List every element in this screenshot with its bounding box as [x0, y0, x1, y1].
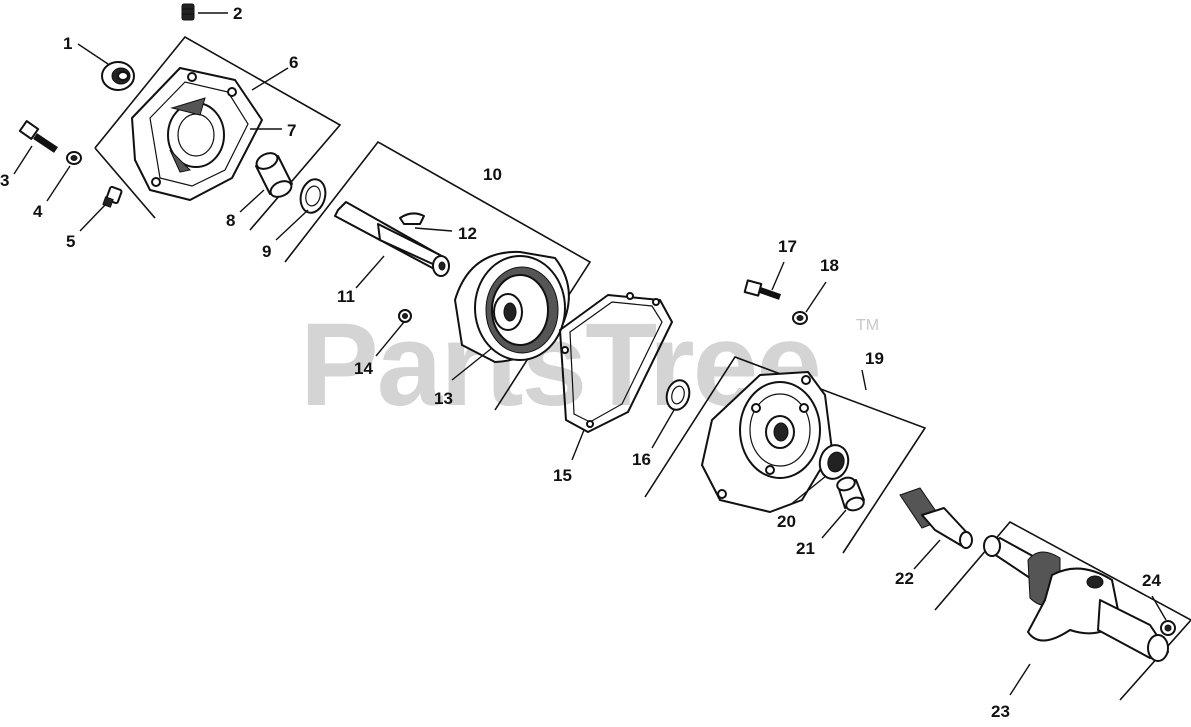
callout-12: 12 [458, 224, 477, 243]
callout-10: 10 [483, 165, 502, 184]
callout-8: 8 [226, 211, 235, 230]
callout-11: 11 [337, 287, 355, 306]
part-8-bearing [255, 152, 293, 198]
part-13-ring-gear [454, 250, 570, 363]
callout-24: 24 [1142, 571, 1161, 590]
part-17-bolt [743, 279, 781, 300]
callout-6: 6 [289, 53, 298, 72]
part-9-thrust-washer [299, 178, 327, 214]
frame-group-6-edge [94, 147, 156, 219]
part-14-washer [398, 309, 412, 323]
part-22-drive-gear [899, 487, 973, 549]
part-4-washer [66, 151, 82, 165]
part-1-oil-seal [101, 61, 135, 91]
callout-numbers: 1 2 3 4 5 6 7 8 9 10 11 12 13 14 15 16 1… [0, 4, 1161, 721]
callout-19: 19 [865, 349, 884, 368]
part-3-bolt [18, 120, 58, 153]
part-23-crankshaft [983, 535, 1169, 662]
part-18-washer [792, 311, 808, 325]
callout-16: 16 [632, 450, 651, 469]
part-16-thrust-washer [665, 379, 691, 411]
callout-22: 22 [895, 569, 914, 588]
callout-18: 18 [820, 256, 839, 275]
callout-7: 7 [287, 121, 296, 140]
part-5-fitting [102, 185, 123, 208]
watermark-trademark: TM [856, 317, 879, 334]
part-6-gear-cover [131, 67, 263, 201]
callout-4: 4 [33, 202, 43, 221]
part-2-pipe-plug [181, 3, 195, 21]
part-21-bushing [836, 476, 865, 512]
part-24-washer [1160, 620, 1176, 636]
callout-14: 14 [354, 359, 373, 378]
part-20-oil-seal [818, 444, 850, 480]
frame-group-6 [94, 35, 342, 231]
leader-lines [13, 12, 1167, 696]
callout-23: 23 [991, 702, 1010, 721]
callout-3: 3 [0, 171, 9, 190]
part-15-gasket [559, 292, 673, 433]
callout-15: 15 [553, 466, 572, 485]
part-19-gear-housing [701, 371, 833, 513]
callout-9: 9 [262, 242, 271, 261]
part-11-shaft [334, 201, 450, 277]
part-12-woodruff-key [399, 212, 425, 225]
callout-20: 20 [777, 512, 796, 531]
callout-17: 17 [778, 237, 797, 256]
callout-1: 1 [63, 34, 72, 53]
callout-21: 21 [796, 539, 815, 558]
callout-5: 5 [66, 232, 75, 251]
frame-group-19 [644, 356, 927, 554]
callout-2: 2 [233, 4, 242, 23]
callout-13: 13 [434, 389, 453, 408]
